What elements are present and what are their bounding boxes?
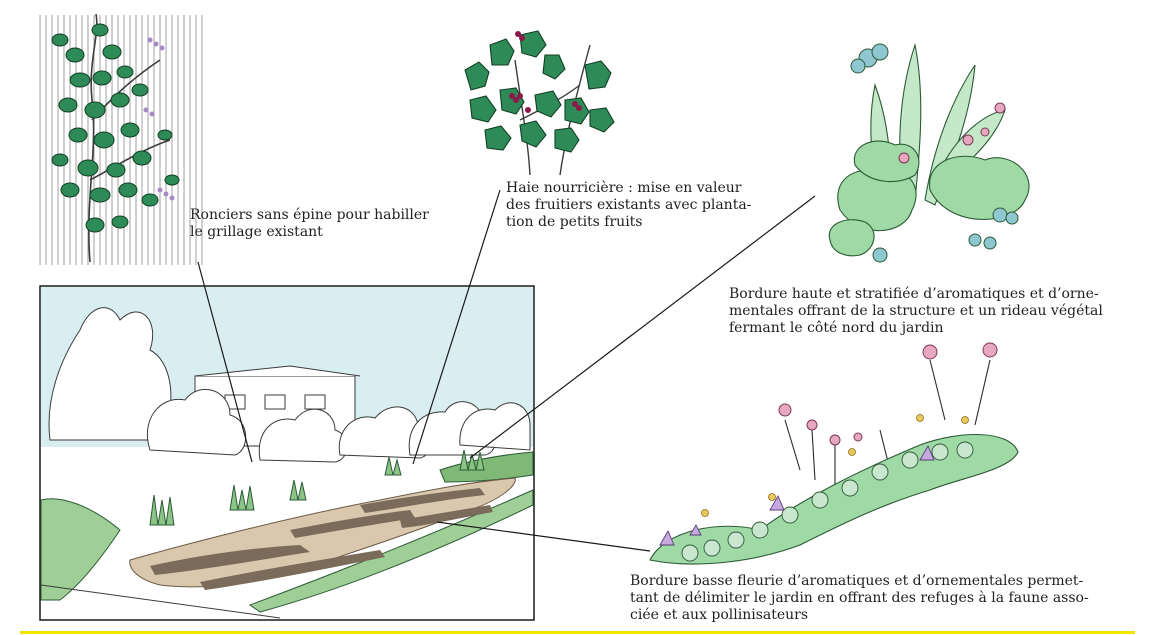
leader-line-bordure-basse [436, 521, 651, 552]
leader-line-bordure-haute [469, 195, 816, 459]
low-border-illustration [649, 342, 1019, 565]
accent-rule [20, 631, 1135, 634]
caption-haie-nourriciere: Haie nourricière : mise en valeur des fr… [506, 180, 752, 230]
bramble-fence-illustration [39, 13, 203, 265]
caption-bordure-basse: Bordure basse fleurie d’aromatiques et d… [630, 573, 1089, 623]
leader-line-haie [412, 189, 501, 465]
caption-ronciers: Ronciers sans épine pour habiller le gri… [190, 207, 429, 240]
garden-scene [39, 285, 535, 621]
tall-border-illustration [828, 42, 1030, 263]
caption-bordure-haute: Bordure haute et stratifiée d’aromatique… [729, 286, 1103, 336]
fruit-hedge-illustration [464, 30, 615, 176]
leader-line-ronciers [197, 261, 253, 463]
